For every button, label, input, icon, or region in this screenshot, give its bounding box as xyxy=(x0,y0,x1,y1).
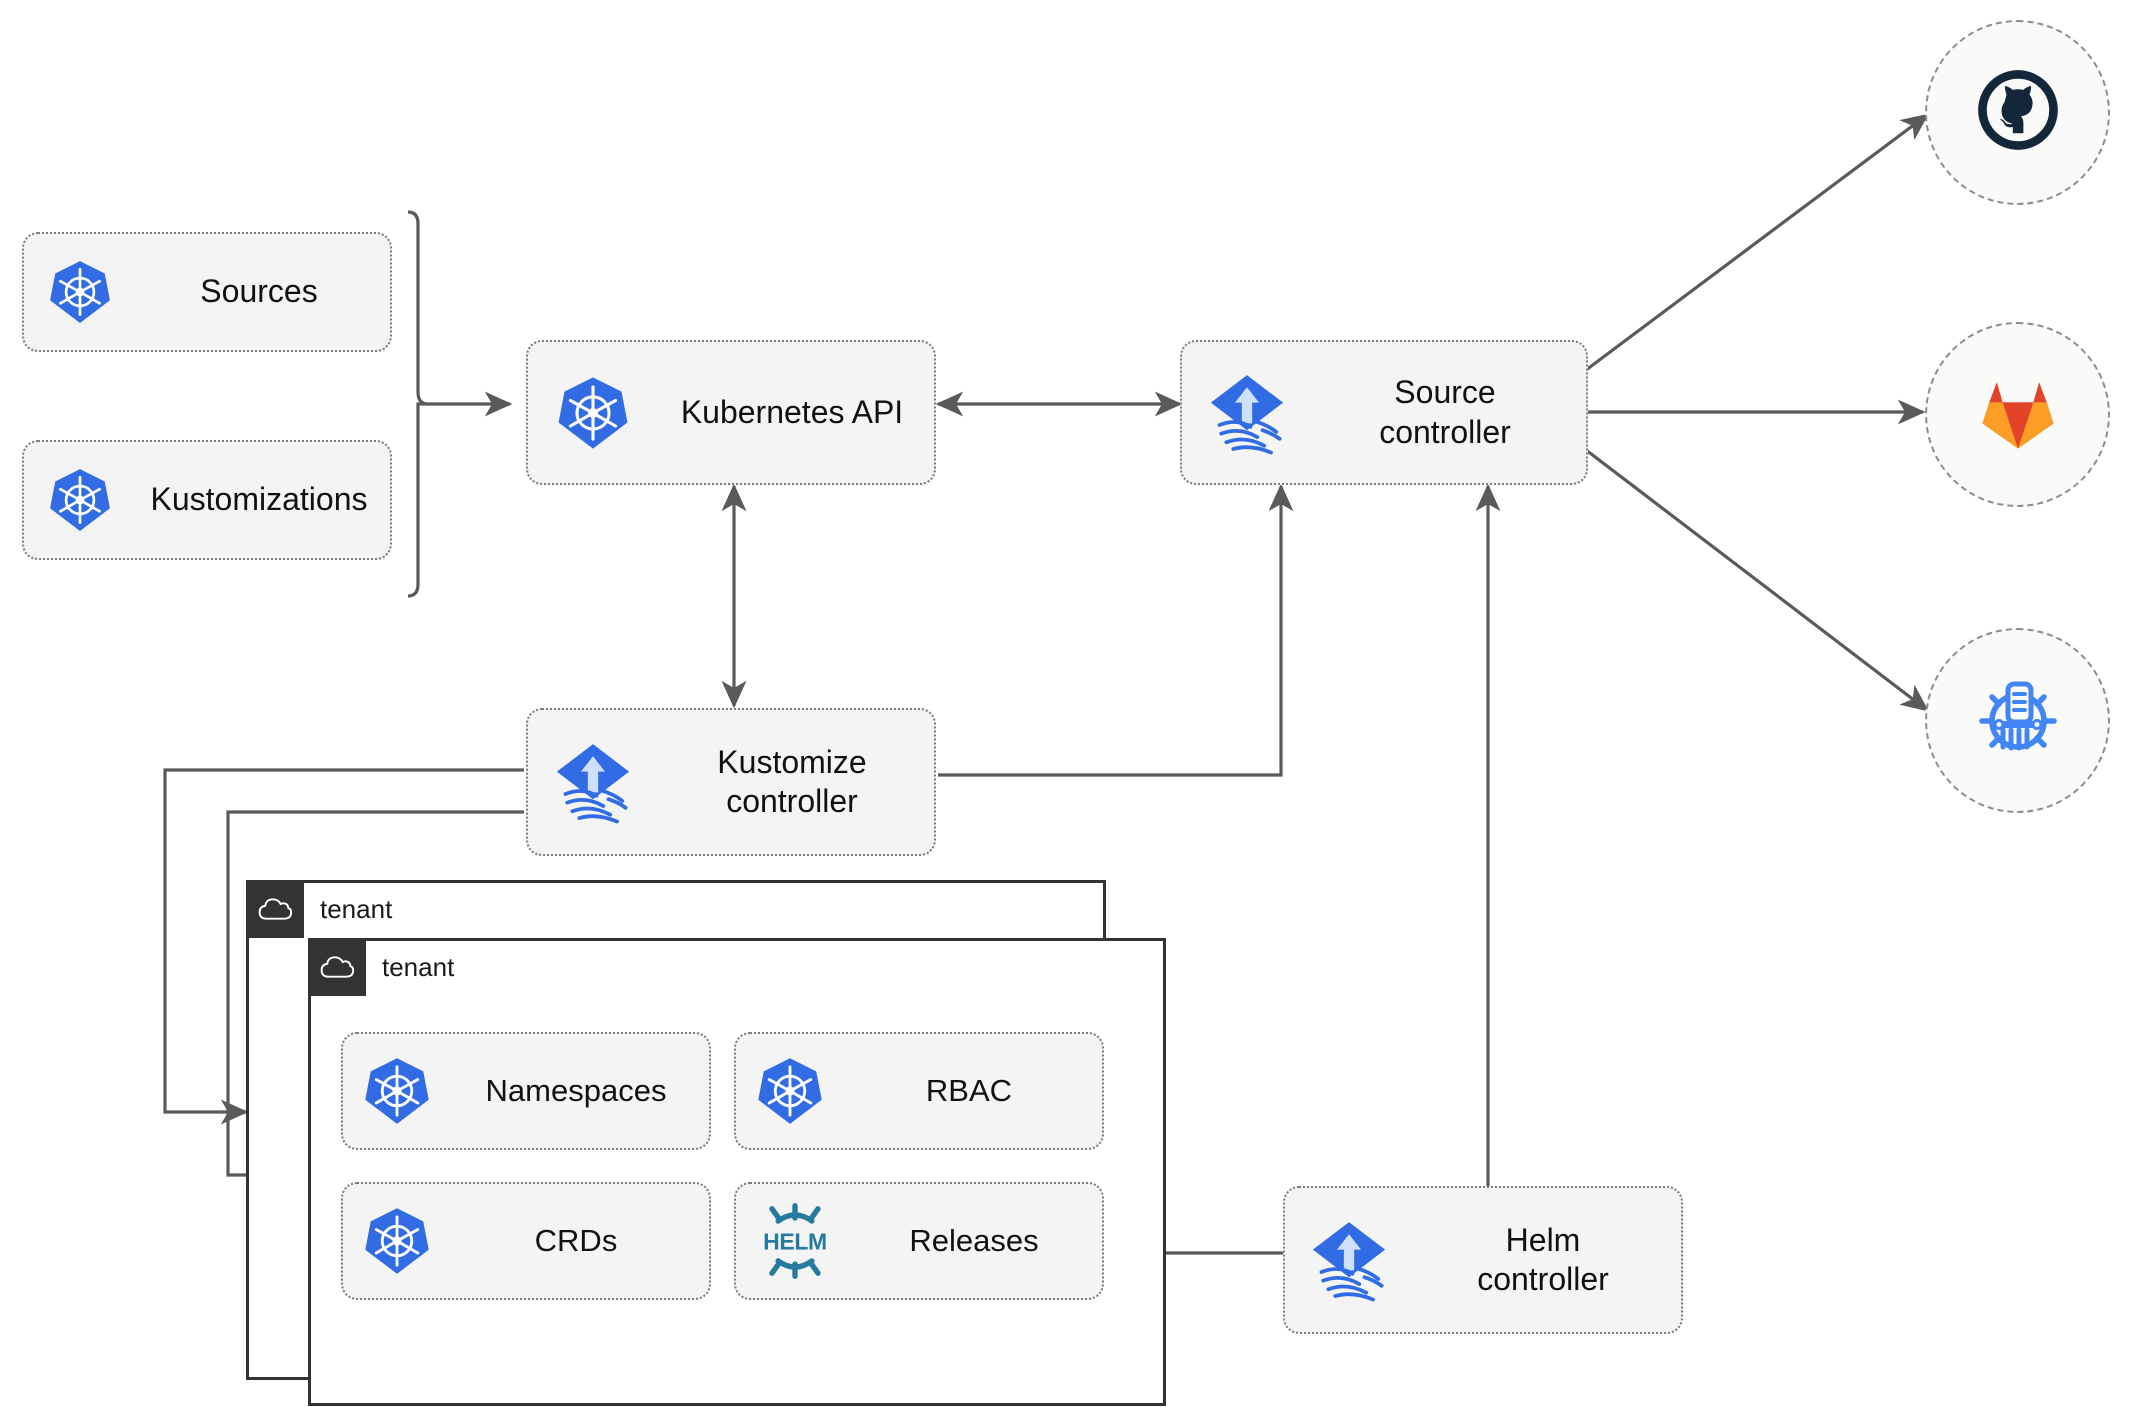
node-sources[interactable]: Sources xyxy=(22,232,392,352)
gitlab-icon xyxy=(1970,364,2066,465)
node-crds-label: CRDs xyxy=(534,1223,618,1259)
node-kubernetes-api[interactable]: Kubernetes API xyxy=(526,340,936,485)
kubernetes-icon xyxy=(24,467,136,533)
tenant-outer-tab: tenant xyxy=(246,880,392,938)
node-crds[interactable]: CRDs xyxy=(341,1182,711,1300)
edge-kustomize-source xyxy=(938,483,1294,777)
node-rbac-label: RBAC xyxy=(925,1073,1013,1109)
svg-text:HELM: HELM xyxy=(763,1228,827,1254)
node-rbac[interactable]: RBAC xyxy=(734,1032,1104,1150)
kubernetes-icon xyxy=(736,1056,844,1126)
node-source-controller-label: Source controller xyxy=(1379,374,1511,450)
node-source-controller[interactable]: Source controller xyxy=(1180,340,1588,485)
tenant-outer-label: tenant xyxy=(320,893,393,924)
flux-icon xyxy=(1182,370,1312,456)
node-helm-repository[interactable] xyxy=(1925,628,2110,813)
cloud-icon xyxy=(246,880,304,938)
helm-logo-icon: HELM xyxy=(736,1201,854,1281)
node-gitlab[interactable] xyxy=(1925,322,2110,507)
tenant-inner-tab: tenant xyxy=(308,938,454,996)
node-kustomize-controller[interactable]: Kustomize controller xyxy=(526,708,936,856)
tenant-box-inner[interactable]: tenant xyxy=(308,938,1166,1406)
edge-inputs-bracket xyxy=(407,210,429,598)
node-sources-label: Sources xyxy=(200,273,318,310)
edge-source-github xyxy=(1585,113,1929,372)
kubernetes-icon xyxy=(343,1056,451,1126)
node-helm-controller[interactable]: Helm controller xyxy=(1283,1186,1683,1334)
node-namespaces-label: Namespaces xyxy=(485,1073,667,1109)
node-helm-controller-label: Helm controller xyxy=(1477,1221,1609,1297)
kubernetes-icon xyxy=(24,259,136,325)
node-github[interactable] xyxy=(1925,20,2110,205)
kubernetes-icon xyxy=(528,375,658,451)
node-kustomizations[interactable]: Kustomizations xyxy=(22,440,392,560)
tenant-inner-label: tenant xyxy=(382,951,455,982)
cloud-icon xyxy=(308,938,366,996)
node-kubernetes-api-label: Kubernetes API xyxy=(680,393,904,430)
node-namespaces[interactable]: Namespaces xyxy=(341,1032,711,1150)
node-kustomize-controller-label: Kustomize controller xyxy=(717,743,867,819)
node-kustomizations-label: Kustomizations xyxy=(150,481,368,518)
flux-icon xyxy=(528,739,658,825)
node-releases-label: Releases xyxy=(909,1223,1039,1259)
edge-source-helmrepo xyxy=(1585,448,1929,712)
github-icon xyxy=(1970,62,2066,163)
helm-repository-icon xyxy=(1968,668,2068,773)
kubernetes-icon xyxy=(343,1206,451,1276)
flux-icon xyxy=(1285,1217,1413,1303)
node-releases[interactable]: HELM Releases xyxy=(734,1182,1104,1300)
